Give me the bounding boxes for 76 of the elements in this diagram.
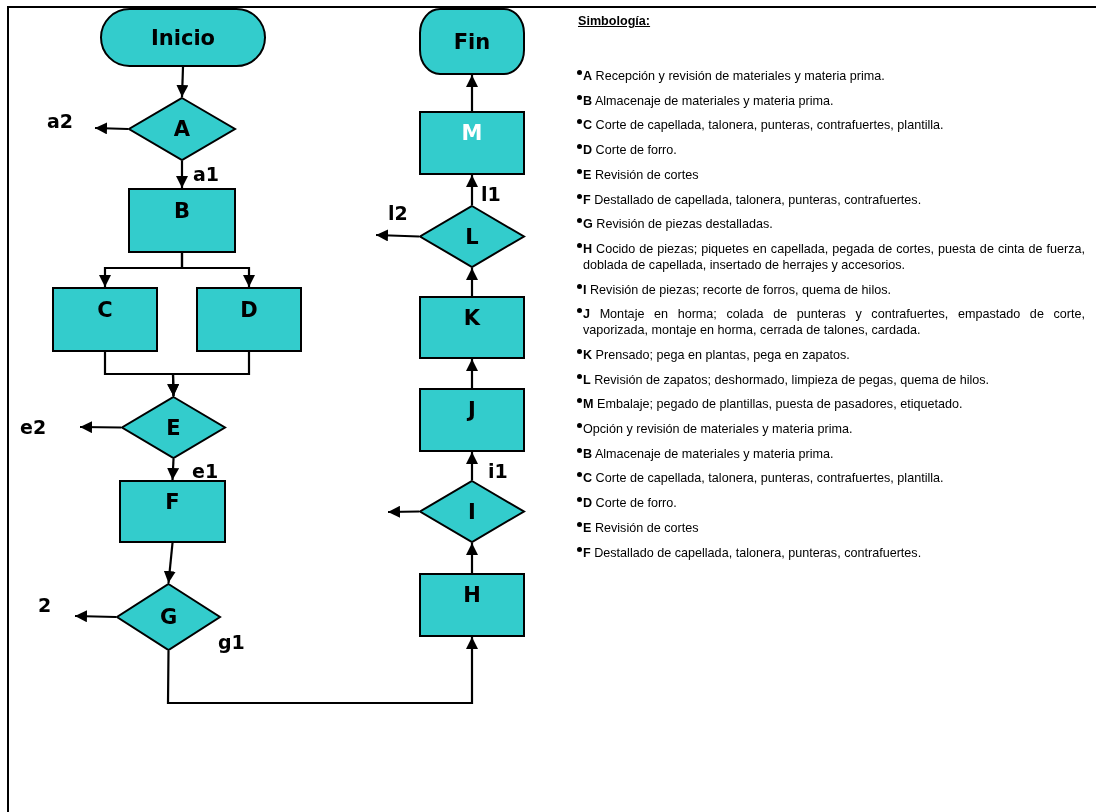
- node-label: I: [468, 499, 476, 524]
- node-label: A: [173, 117, 191, 141]
- arrow: [466, 175, 478, 205]
- node-label: D: [240, 297, 258, 322]
- edge-label: i1: [488, 462, 508, 481]
- arrow: [176, 66, 189, 98]
- legend-item: E Revisión de cortes: [578, 520, 1085, 537]
- legend-item: B Almacenaje de materiales y materia prima.: [578, 93, 1085, 110]
- node-label: L: [465, 224, 479, 249]
- arrow: [176, 161, 188, 188]
- legend-item: A Recepción y revisión de materiales y materia prima.: [578, 69, 1085, 85]
- edge-label: a1: [193, 165, 220, 184]
- legend-item: B Almacenaje de materiales y materia prima.: [578, 446, 1085, 463]
- legend-item: E Revisión de cortes: [578, 167, 1085, 184]
- arrow: [466, 75, 478, 111]
- process-box: [419, 388, 525, 452]
- arrow: [466, 359, 478, 388]
- legend-item: J Montaje en horma; colada de punteras y contrafuertes, empastado de corte, vaporizada, montaje en horma, cerrada de talones, cardada.: [578, 307, 1085, 339]
- node-label: K: [463, 306, 481, 331]
- process-box: [52, 287, 158, 352]
- arrow: [74, 610, 117, 623]
- node-label: Inicio: [150, 25, 215, 50]
- legend-item: M Embalaje; pegado de plantillas, puesta de pasadores, etiquetado.: [578, 397, 1085, 413]
- legend-item: G Revisión de piezas destalladas.: [578, 217, 1085, 234]
- node-label: M: [461, 121, 483, 146]
- decision-diamond: [419, 480, 525, 543]
- arrow: [466, 452, 478, 480]
- arrow: [166, 637, 478, 705]
- node-label: C: [97, 297, 113, 322]
- arrow: [167, 352, 251, 397]
- process-box: [128, 188, 236, 253]
- process-box: [419, 296, 525, 359]
- node-label: B: [174, 198, 190, 223]
- edge-label: e2: [20, 418, 47, 437]
- legend-item: D Corte de forro.: [578, 143, 1085, 159]
- edge-label: l1: [481, 185, 501, 204]
- edge-label: l2: [388, 204, 408, 223]
- legend-item: D Corte de forro.: [578, 496, 1085, 512]
- legend-item: F Destallado de capellada, talonera, punteras, contrafuertes.: [578, 192, 1085, 209]
- process-box: [419, 111, 525, 175]
- end-terminal: [419, 8, 525, 75]
- legend-heading: Simbología:: [578, 14, 651, 28]
- legend-item: F Destallado de capellada, talonera, punteras, contrafuertes.: [578, 545, 1085, 562]
- edge-label: a2: [47, 112, 74, 131]
- arrow: [466, 268, 478, 296]
- arrow: [388, 505, 419, 518]
- edge-label: e1: [192, 462, 219, 481]
- arrow: [80, 421, 121, 434]
- decision-diamond: [116, 583, 221, 651]
- edge-label: 2: [38, 596, 52, 615]
- legend-item: K Prensado; pega en plantas, pega en zapatos.: [578, 347, 1085, 364]
- process-box: [419, 573, 525, 637]
- legend-item: C Corte de capellada, talonera, punteras, contrafuertes, plantilla.: [578, 471, 1085, 488]
- node-label: E: [166, 415, 181, 440]
- process-box: [119, 480, 226, 543]
- legend-item: I Revisión de piezas; recorte de forros, quema de hilos.: [578, 282, 1085, 299]
- edge-label: g1: [218, 633, 245, 652]
- node-label: H: [463, 583, 481, 608]
- decision-diamond: [121, 396, 226, 459]
- legend-item: H Cocido de piezas; piquetes en capellada, pegada de cortes, puesta de cinta de fuerza, doblada de capellada, insertado de herrajes y accesorios.: [578, 242, 1085, 274]
- node-label: F: [165, 490, 180, 515]
- arrow: [167, 458, 180, 481]
- process-box: [196, 287, 302, 352]
- node-label: J: [468, 398, 476, 423]
- arrow: [466, 543, 478, 573]
- decision-diamond: [128, 97, 236, 161]
- legend-item: L Revisión de zapatos; deshormado, limpieza de pegas, quema de hilos.: [578, 372, 1085, 389]
- arrow: [163, 542, 176, 584]
- arrow: [180, 253, 255, 287]
- legend-item: C Corte de capellada, talonera, punteras, contrafuertes, plantilla.: [578, 118, 1085, 135]
- decision-diamond: [419, 205, 525, 268]
- arrow: [94, 122, 129, 135]
- node-label: G: [159, 605, 178, 629]
- arrow: [375, 229, 420, 242]
- node-label: Fin: [453, 29, 491, 54]
- legend-item: Opción y revisión de materiales y materia prima.: [578, 422, 1085, 438]
